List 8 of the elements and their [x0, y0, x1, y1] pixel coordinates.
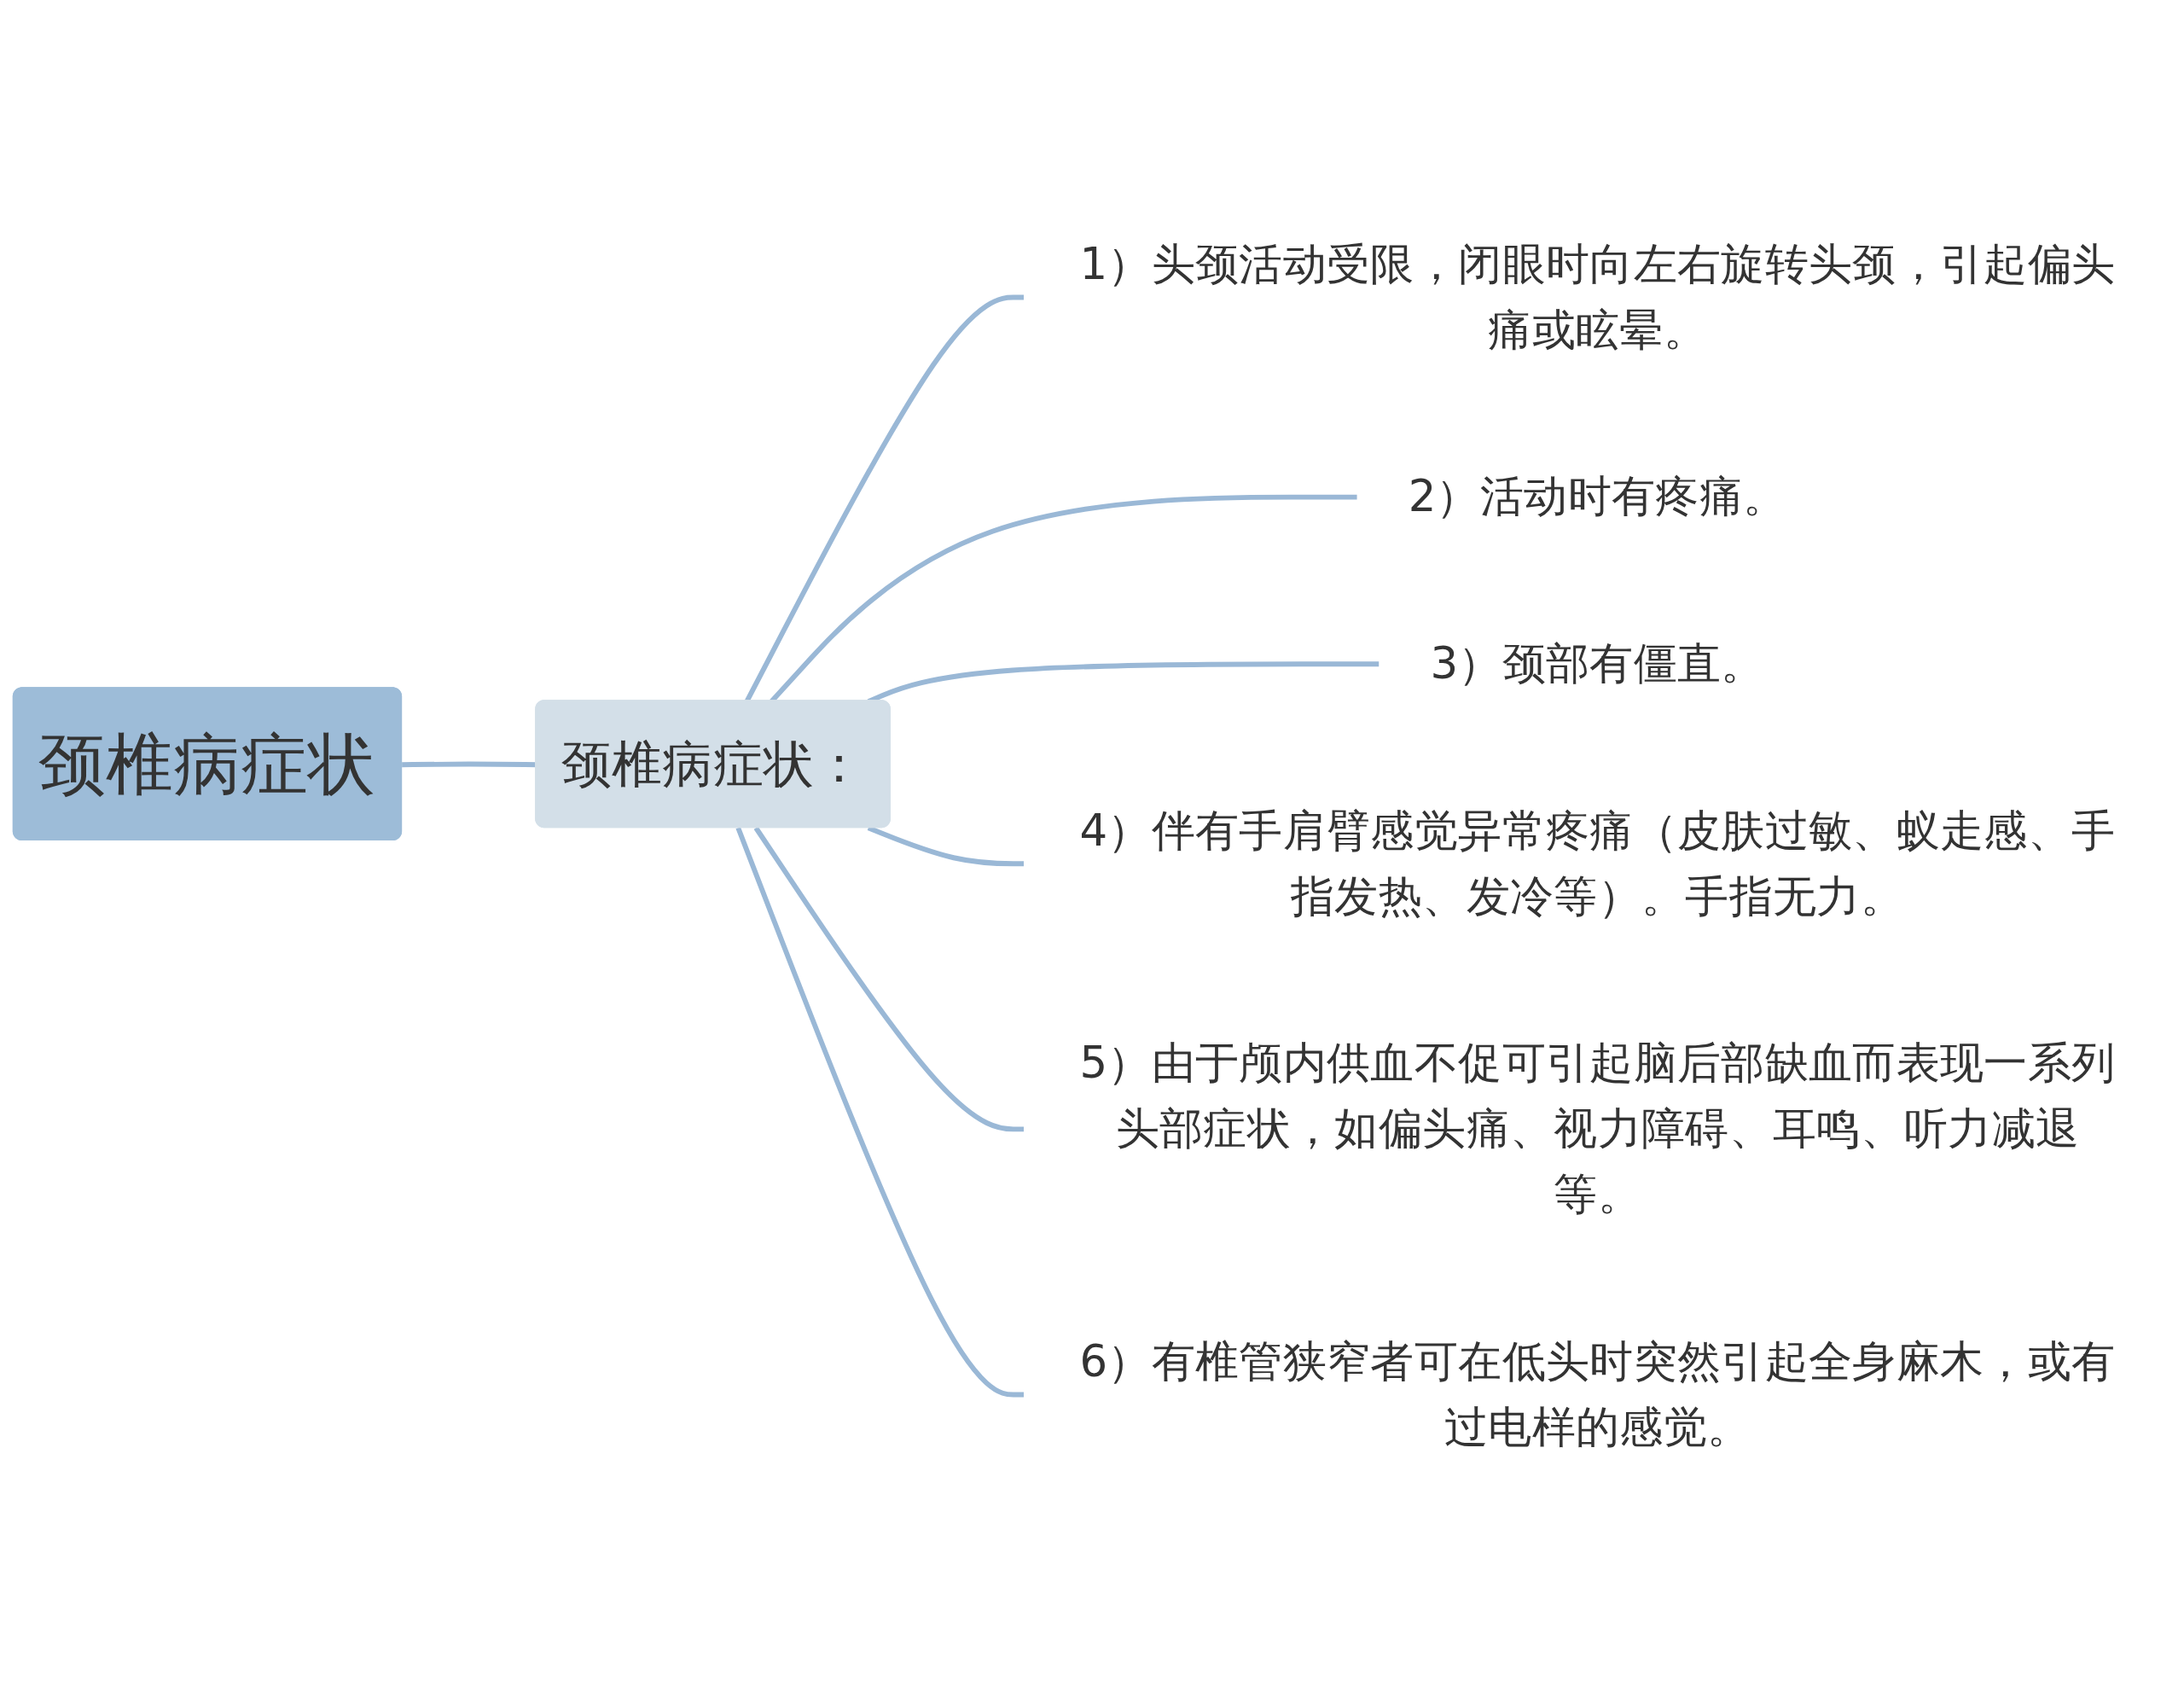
node-text: 4）伴有手肩臂感觉异常疼痛（皮肤过敏、蚁走感、手指发热、发冷等）。手指无力。 [1079, 805, 2116, 922]
connector [753, 826, 1025, 1132]
node-text: 2）活动时有疼痛。 [1408, 470, 1787, 522]
node-text: 5）由于颅内供血不促可引起脑后部缺血而表现一系列头部症状，如偏头痛、视力障碍、耳鸣、听力减退等。 [1079, 1037, 2116, 1220]
connector [735, 827, 1025, 1398]
node-text: 3）颈部有僵直。 [1430, 637, 1765, 689]
node-text: 6）有椎管狭窄者可在低头时突然引起全身麻木，或有过电样的感觉。 [1079, 1335, 2116, 1452]
node-text: 1）头颈活动受限，闭眼时向左右旋转头颈，引起偏头痛或眩晕。 [1079, 238, 2116, 355]
